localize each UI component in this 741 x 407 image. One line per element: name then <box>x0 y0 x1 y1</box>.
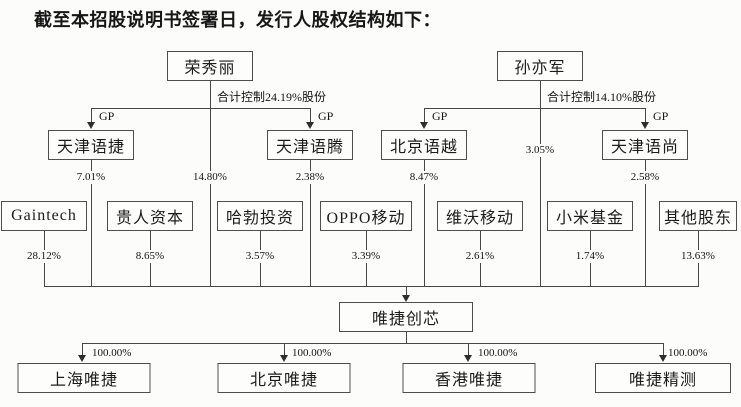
page-title: 截至本招股说明书签署日，发行人股权结构如下： <box>34 10 441 30</box>
node-tianjin-yujie: 天津语捷 <box>48 130 134 160</box>
pct-tianjin-yushang: 2.58% <box>627 171 663 184</box>
pct-guiren-capital: 8.65% <box>132 250 168 263</box>
node-weijie-chuangxin: 唯捷创芯 <box>339 302 473 332</box>
pct-xiaomi-fund: 1.74% <box>572 250 608 263</box>
connector-line <box>468 343 469 357</box>
pct-weijie-jingce: 100.00% <box>668 347 708 359</box>
pct-sun-direct: 3.05% <box>522 144 558 157</box>
node-vivo-mobile: 维沃移动 <box>437 201 523 231</box>
arrow-down-icon <box>280 355 288 362</box>
node-gaintech: Gaintech <box>1 201 87 231</box>
connector-line <box>645 160 646 286</box>
connector-line <box>91 160 92 286</box>
connector-line <box>91 108 92 124</box>
arrow-down-icon <box>641 122 649 129</box>
node-sun-yijun: 孙亦军 <box>497 51 583 81</box>
node-hongkong-weijie: 香港唯捷 <box>402 363 536 393</box>
pct-tianjin-yujie: 7.01% <box>73 171 109 184</box>
node-beijing-weijie: 北京唯捷 <box>217 363 351 393</box>
pct-hongkong-weijie: 100.00% <box>478 347 518 359</box>
node-weijie-jingce: 唯捷精测 <box>595 363 731 393</box>
connector-line <box>424 160 425 286</box>
gp-label: GP <box>432 109 448 123</box>
arrow-down-icon <box>464 355 472 362</box>
node-guiren-capital: 贵人资本 <box>107 201 193 231</box>
node-beijing-yuyue: 北京语越 <box>381 130 467 160</box>
arrow-down-icon <box>87 122 95 129</box>
node-xiaomi-fund: 小米基金 <box>547 201 633 231</box>
pct-beijing-yuyue: 8.47% <box>406 171 442 184</box>
node-other-shareholders: 其他股东 <box>659 201 737 231</box>
connector-line <box>663 343 664 357</box>
node-rong-xiuli: 荣秀丽 <box>167 51 253 81</box>
connector-line <box>424 108 425 124</box>
connector-line <box>284 343 285 357</box>
connector-line <box>406 332 407 343</box>
arrow-down-icon <box>659 355 667 362</box>
arrow-down-icon <box>402 295 410 302</box>
connector-line <box>82 343 83 357</box>
pct-habo-investment: 3.57% <box>242 250 278 263</box>
arrow-down-icon <box>420 122 428 129</box>
gp-label: GP <box>318 109 334 123</box>
note-sun-control: 合计控制14.10%股份 <box>547 90 656 104</box>
connector-line <box>406 286 407 297</box>
note-rong-control: 合计控制24.19%股份 <box>217 90 326 104</box>
pct-other-shareholders: 13.63% <box>678 250 718 263</box>
gp-label: GP <box>653 109 669 123</box>
node-tianjin-yuteng: 天津语腾 <box>267 130 353 160</box>
connector-line <box>44 286 699 287</box>
pct-oppo-mobile: 3.39% <box>348 250 384 263</box>
node-shanghai-weijie: 上海唯捷 <box>17 363 151 393</box>
arrow-down-icon <box>78 355 86 362</box>
connector-line <box>91 108 311 109</box>
connector-line <box>310 160 311 286</box>
arrow-down-icon <box>306 122 314 129</box>
pct-rong-direct: 14.80% <box>190 171 230 184</box>
connector-line <box>424 108 645 109</box>
gp-label: GP <box>99 109 115 123</box>
node-oppo-mobile: OPPO移动 <box>320 201 412 231</box>
connector-line <box>310 108 311 124</box>
pct-beijing-weijie: 100.00% <box>292 347 332 359</box>
node-tianjin-yushang: 天津语尚 <box>602 130 688 160</box>
pct-gaintech: 28.12% <box>24 250 64 263</box>
connector-line <box>540 81 541 286</box>
connector-line <box>82 343 663 344</box>
node-habo-investment: 哈勃投资 <box>217 201 303 231</box>
pct-vivo-mobile: 2.61% <box>462 250 498 263</box>
connector-line <box>645 108 646 124</box>
pct-tianjin-yuteng: 2.38% <box>292 171 328 184</box>
pct-shanghai-weijie: 100.00% <box>92 347 132 359</box>
